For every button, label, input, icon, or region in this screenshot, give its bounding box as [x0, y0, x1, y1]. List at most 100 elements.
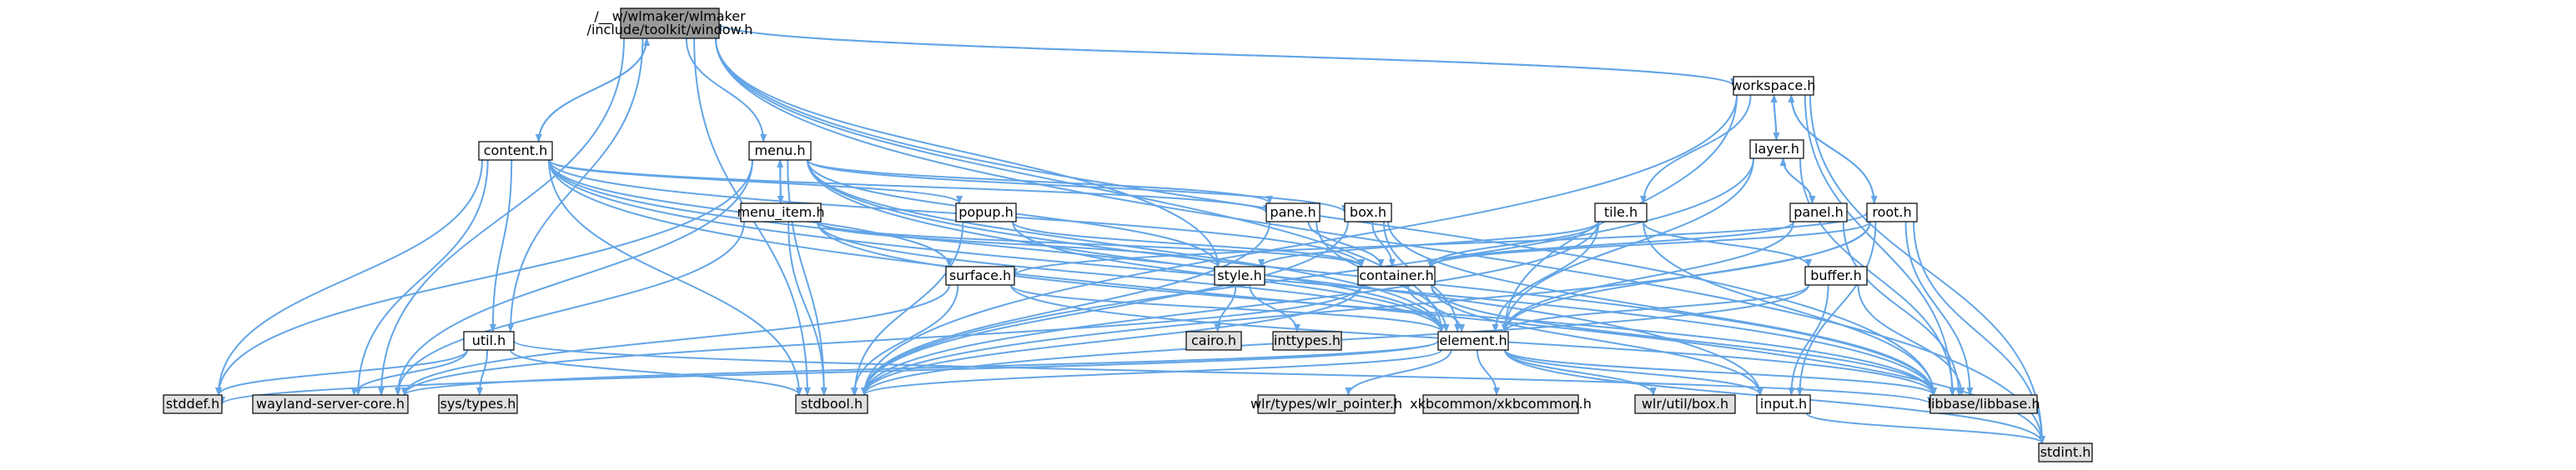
node-box — [1265, 202, 1321, 222]
edge-root_h-to-libbase_h — [1904, 221, 1974, 396]
node-box — [1634, 394, 1736, 414]
node-label: pane.h — [1270, 204, 1316, 220]
node-box — [1733, 76, 1814, 96]
node-label: panel.h — [1794, 204, 1844, 220]
node-buffer-h[interactable]: buffer.h — [1804, 266, 1868, 286]
edge-workspace_h-to-stdint_h — [1809, 94, 2045, 444]
node-label: layer.h — [1754, 141, 1799, 157]
edge-window_h-to-menu_h — [685, 38, 767, 142]
node-label: /__w/wlmaker/wlmaker — [594, 8, 746, 25]
node-box — [1929, 394, 2038, 414]
node-workspace-h[interactable]: workspace.h — [1732, 76, 1816, 96]
edge-menu_h-to-pane_h — [807, 159, 1273, 204]
node-box — [1437, 331, 1509, 351]
node-label: util.h — [472, 332, 506, 348]
edge-element_h-to-stdbool_h — [861, 349, 1442, 396]
node-label: wlr/types/wlr_pointer.h — [1250, 396, 1402, 412]
edge-element_h-to-libbase_h — [1504, 349, 1937, 396]
node-panel-h[interactable]: panel.h — [1789, 202, 1848, 222]
edge-window_h-to-wayland_server_core_h — [378, 38, 625, 396]
node-inttypes-h: inttypes.h — [1272, 331, 1342, 351]
node-style-h[interactable]: style.h — [1214, 266, 1265, 286]
edge-container_h-to-libbase_h — [1431, 284, 1937, 396]
edge-panel_h-to-libbase_h — [1842, 221, 1963, 396]
node-popup-h[interactable]: popup.h — [955, 202, 1017, 222]
edge-pane_h-to-stdbool_h — [861, 221, 1270, 396]
node-box — [478, 141, 553, 161]
edge-menu_item_h-to-wayland_server_core_h — [395, 221, 745, 396]
edge-style_h-to-cairo_h — [1214, 284, 1237, 332]
node-tile-h[interactable]: tile.h — [1594, 202, 1648, 222]
node-label: container.h — [1359, 268, 1434, 283]
edge-workspace_h-to-stdbool_h — [861, 94, 1738, 396]
node-box — [1357, 266, 1436, 286]
node-label: buffer.h — [1810, 268, 1862, 283]
edge-root_h-to-workspace_h — [1788, 94, 1875, 204]
edge-layer_h-to-workspace_h — [1770, 94, 1778, 141]
node-pane-h[interactable]: pane.h — [1265, 202, 1321, 222]
node-box-h[interactable]: box.h — [1344, 202, 1392, 222]
node-label: /include/toolkit/window.h — [587, 22, 753, 38]
node-layer-h[interactable]: layer.h — [1749, 139, 1804, 159]
edge-tile_h-to-element_h — [1492, 221, 1600, 332]
node-box — [1789, 202, 1848, 222]
node-input-h[interactable]: input.h — [1756, 394, 1811, 414]
node-label: element.h — [1439, 332, 1507, 348]
edge-menu_h-to-stddef_h — [215, 159, 753, 396]
node-box — [1749, 139, 1804, 159]
edge-util_h-to-sys_types_h — [475, 349, 489, 396]
node-label: tile.h — [1604, 204, 1638, 220]
nodes-layer: /__w/wlmaker/wlmaker/include/toolkit/win… — [163, 8, 2093, 462]
node-libbase-h: libbase/libbase.h — [1928, 394, 2040, 414]
node-box — [1804, 266, 1868, 286]
node-element-h[interactable]: element.h — [1437, 331, 1509, 351]
node-sys-types-h: sys/types.h — [438, 394, 518, 414]
node-cairo-h: cairo.h — [1185, 331, 1242, 351]
node-window-h[interactable]: /__w/wlmaker/wlmaker/include/toolkit/win… — [587, 8, 753, 39]
node-menu-h[interactable]: menu.h — [748, 141, 812, 161]
node-stddef-h: stddef.h — [163, 394, 223, 414]
edge-content_h-to-window_h — [537, 38, 651, 142]
node-container-h[interactable]: container.h — [1357, 266, 1436, 286]
edge-content_h-to-util_h — [489, 159, 513, 332]
node-label: sys/types.h — [440, 396, 516, 412]
node-box — [2038, 442, 2093, 462]
edge-window_h-to-libbase_h — [715, 38, 1937, 396]
edge-root_h-to-stdbool_h — [861, 221, 1871, 396]
node-box — [1756, 394, 1811, 414]
edge-input_h-to-stdint_h — [1806, 412, 2045, 444]
edge-layer_h-to-stdbool_h — [861, 158, 1754, 396]
edge-tile_h-to-buffer_h — [1643, 221, 1812, 268]
node-box — [438, 394, 518, 414]
node-util-h[interactable]: util.h — [463, 331, 515, 351]
node-label: popup.h — [958, 204, 1014, 220]
node-root-h[interactable]: root.h — [1866, 202, 1918, 222]
edge-layer_h-to-libbase_h — [1799, 158, 1956, 396]
node-box — [1185, 331, 1242, 351]
edge-tile_h-to-container_h — [1426, 221, 1599, 268]
node-label: root.h — [1872, 204, 1911, 220]
node-label: wlr/util/box.h — [1642, 396, 1728, 412]
edge-tile_h-to-libbase_h — [1643, 221, 1937, 396]
node-label: input.h — [1760, 396, 1807, 412]
edge-container_h-to-wayland_server_core_h — [401, 284, 1362, 396]
node-menu-item-h[interactable]: menu_item.h — [737, 202, 825, 222]
node-box — [1272, 331, 1342, 351]
edge-buffer_h-to-libbase_h — [1857, 284, 1965, 396]
node-label: libbase/libbase.h — [1928, 396, 2040, 412]
edge-menu_item_h-to-stdbool_h — [787, 221, 828, 396]
edge-buffer_h-to-input_h — [1788, 284, 1829, 396]
edge-util_h-to-libbase_h — [513, 340, 1934, 405]
edge-menu_h-to-stdbool_h — [787, 159, 828, 396]
node-box — [1214, 266, 1265, 286]
node-surface-h[interactable]: surface.h — [945, 266, 1015, 286]
node-box — [1866, 202, 1918, 222]
edge-element_h-to-stddef_h — [219, 340, 1439, 405]
node-label: style.h — [1217, 268, 1262, 283]
node-content-h[interactable]: content.h — [478, 141, 553, 161]
edge-content_h-to-stdbool_h — [548, 159, 802, 396]
node-label: stddef.h — [166, 396, 219, 412]
edge-panel_h-to-element_h — [1502, 221, 1794, 332]
node-box — [1257, 394, 1396, 414]
node-label: content.h — [484, 142, 547, 158]
